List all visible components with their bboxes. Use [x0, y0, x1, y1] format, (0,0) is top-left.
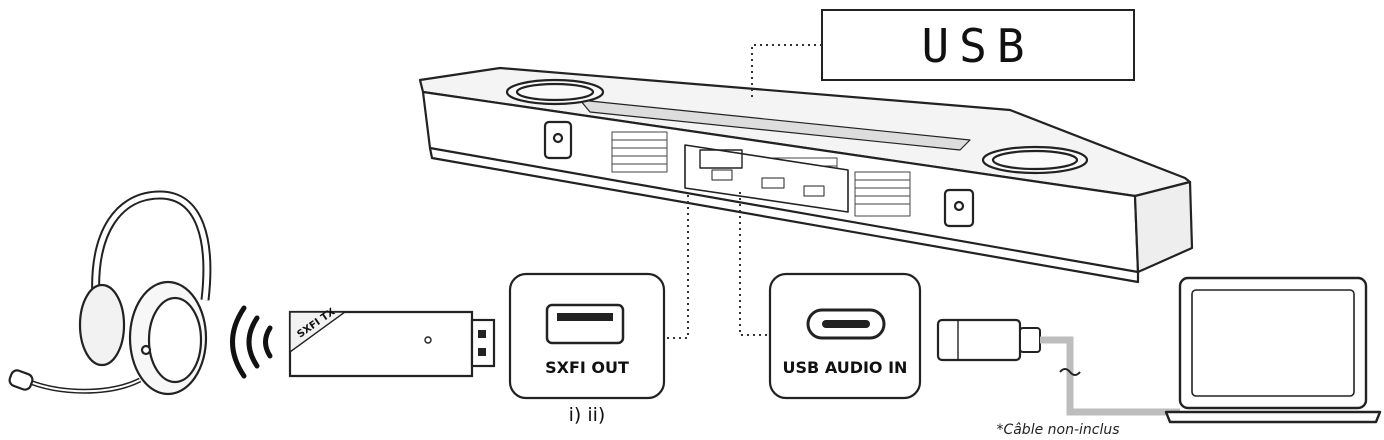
soundbar-icon [418, 66, 1194, 284]
wireless-signal-icon [230, 305, 273, 379]
usb-audio-in-leader-line [739, 192, 770, 336]
usb-a-port-icon [545, 303, 625, 345]
sxfi-out-label: SXFI OUT [545, 358, 629, 377]
laptop-icon [1164, 276, 1382, 424]
usb-dongle-icon: SXFI TX [288, 306, 496, 378]
cable-note: *Câble non-inclus [996, 422, 1119, 438]
display-text: USB [921, 19, 1034, 73]
display-panel: USB [821, 9, 1135, 81]
usb-audio-in-port-box: USB AUDIO IN [768, 272, 922, 400]
usb-c-cable-icon [936, 318, 1180, 416]
headset-icon [8, 190, 212, 396]
sxfi-out-port-box: SXFI OUT [508, 272, 666, 400]
sxfi-out-leader-line [664, 195, 689, 339]
usb-audio-in-label: USB AUDIO IN [783, 358, 908, 377]
sxfi-out-note: i) ii) [569, 404, 606, 426]
usb-c-port-icon [806, 308, 886, 340]
